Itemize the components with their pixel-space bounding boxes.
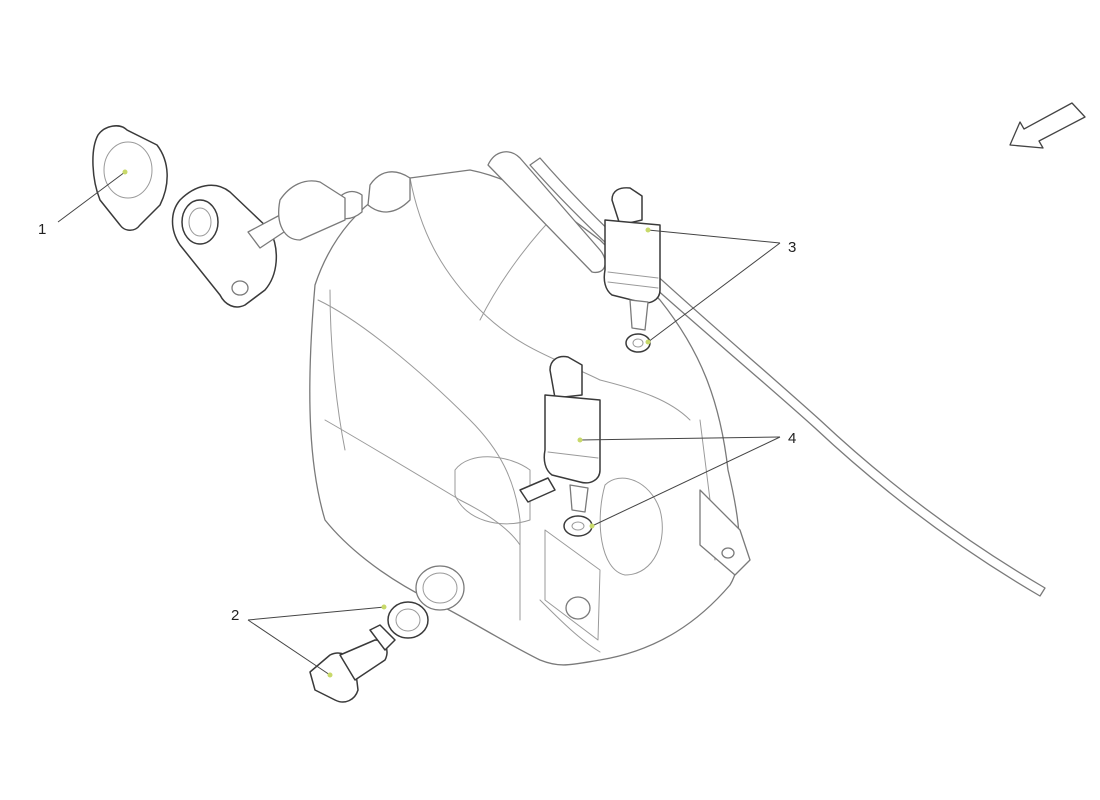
washer-hose	[529, 157, 1046, 597]
washer-reservoir-tank	[309, 151, 751, 666]
lower-washer-pump	[519, 355, 601, 537]
filler-cap-assembly	[92, 125, 346, 308]
callout-2: 2	[231, 607, 239, 624]
callout-3: 3	[788, 239, 796, 256]
leader-lines	[57, 171, 781, 676]
orientation-arrow-icon	[1009, 102, 1086, 149]
callout-4: 4	[788, 430, 796, 447]
reference-dots	[122, 169, 651, 678]
level-sensor-assembly	[309, 601, 429, 703]
callout-1: 1	[38, 221, 46, 238]
upper-washer-pump	[603, 187, 661, 353]
